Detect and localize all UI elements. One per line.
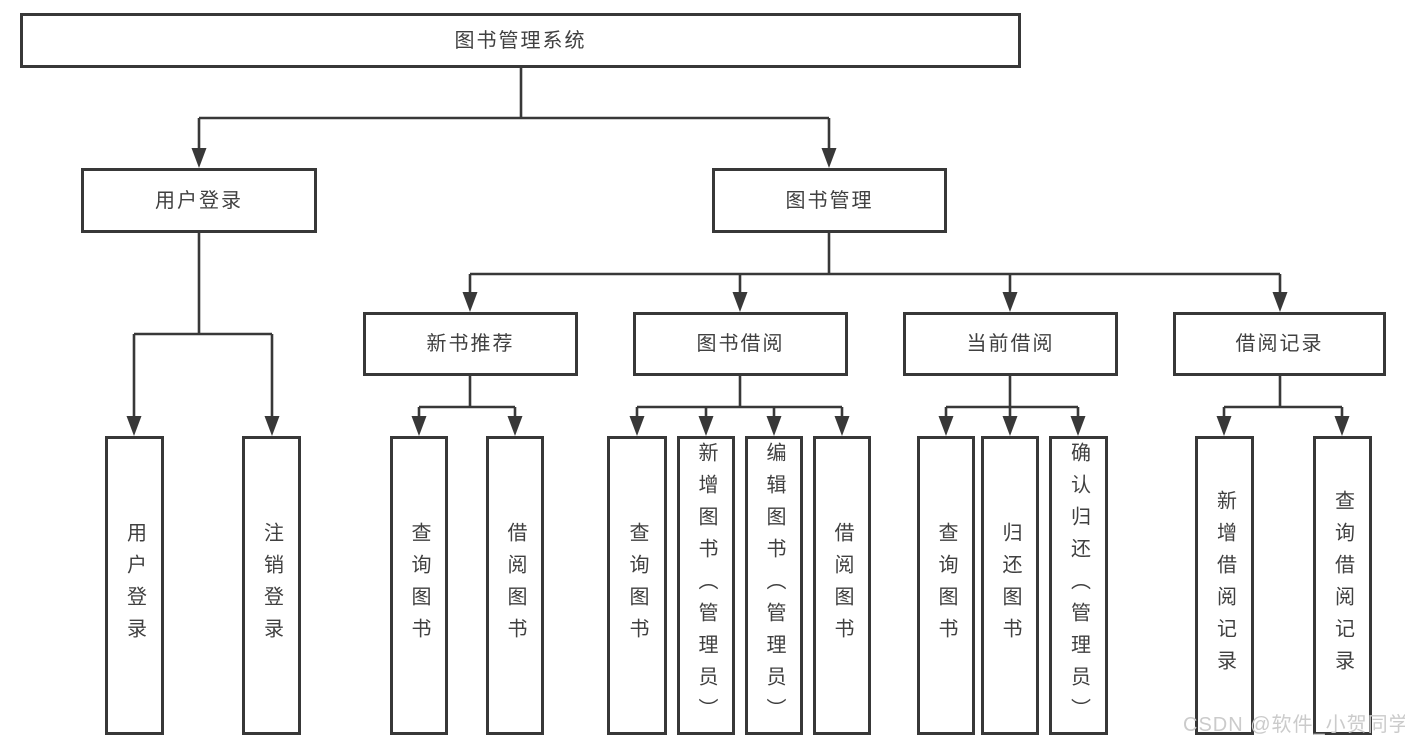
node-book-management-label: 图书管理 (785, 189, 874, 212)
leaf-query-books-current: 查询图书 (917, 436, 975, 735)
node-current-borrowing: 当前借阅 (903, 312, 1118, 376)
node-root-label: 图书管理系统 (454, 29, 587, 52)
leaf-borrow-books-borrowing: 借阅图书 (813, 436, 871, 735)
node-borrowing-records: 借阅记录 (1173, 312, 1386, 376)
node-new-book-recommend: 新书推荐 (363, 312, 578, 376)
leaf-confirm-return-admin-label: 确认归还（管理员） (1067, 441, 1090, 730)
leaf-edit-books-admin: 编辑图书（管理员） (745, 436, 803, 735)
leaf-borrow-books-borrowing-label: 借阅图书 (831, 521, 853, 650)
node-borrowing-records-label: 借阅记录 (1235, 333, 1324, 355)
leaf-user-login-label: 用户登录 (123, 521, 146, 650)
leaf-borrow-books-recommend: 借阅图书 (486, 436, 544, 735)
leaf-query-books-recommend: 查询图书 (390, 436, 448, 735)
node-book-management: 图书管理 (712, 168, 947, 233)
leaf-logout-label: 注销登录 (260, 521, 283, 650)
node-root-library-system: 图书管理系统 (20, 13, 1021, 68)
leaf-query-books-borrowing-label: 查询图书 (626, 521, 648, 650)
leaf-borrow-books-recommend-label: 借阅图书 (504, 521, 526, 650)
leaf-user-login: 用户登录 (105, 436, 164, 735)
arrowheads (126, 148, 1350, 436)
leaf-query-books-current-label: 查询图书 (935, 521, 957, 650)
node-current-borrowing-label: 当前借阅 (966, 333, 1055, 355)
leaf-add-borrow-record: 新增借阅记录 (1195, 436, 1254, 735)
leaf-add-books-admin: 新增图书（管理员） (677, 436, 735, 735)
leaf-query-borrow-record-label: 查询借阅记录 (1331, 489, 1354, 682)
leaf-query-books-borrowing: 查询图书 (607, 436, 667, 735)
node-user-login: 用户登录 (81, 168, 317, 233)
leaf-edit-books-admin-label: 编辑图书（管理员） (763, 441, 785, 730)
leaf-return-books: 归还图书 (981, 436, 1039, 735)
leaf-query-books-recommend-label: 查询图书 (408, 521, 430, 650)
leaf-return-books-label: 归还图书 (999, 521, 1021, 650)
leaf-query-borrow-record: 查询借阅记录 (1313, 436, 1372, 735)
node-book-borrowing-label: 图书借阅 (696, 333, 785, 355)
leaf-confirm-return-admin: 确认归还（管理员） (1049, 436, 1108, 735)
node-user-login-label: 用户登录 (155, 189, 243, 212)
leaf-add-borrow-record-label: 新增借阅记录 (1213, 489, 1236, 682)
watermark: CSDN @软件_小贺同学 (1183, 714, 1405, 736)
leaf-add-books-admin-label: 新增图书（管理员） (695, 441, 717, 730)
node-book-borrowing: 图书借阅 (633, 312, 848, 376)
leaf-logout: 注销登录 (242, 436, 301, 735)
node-new-book-recommend-label: 新书推荐 (426, 333, 515, 355)
